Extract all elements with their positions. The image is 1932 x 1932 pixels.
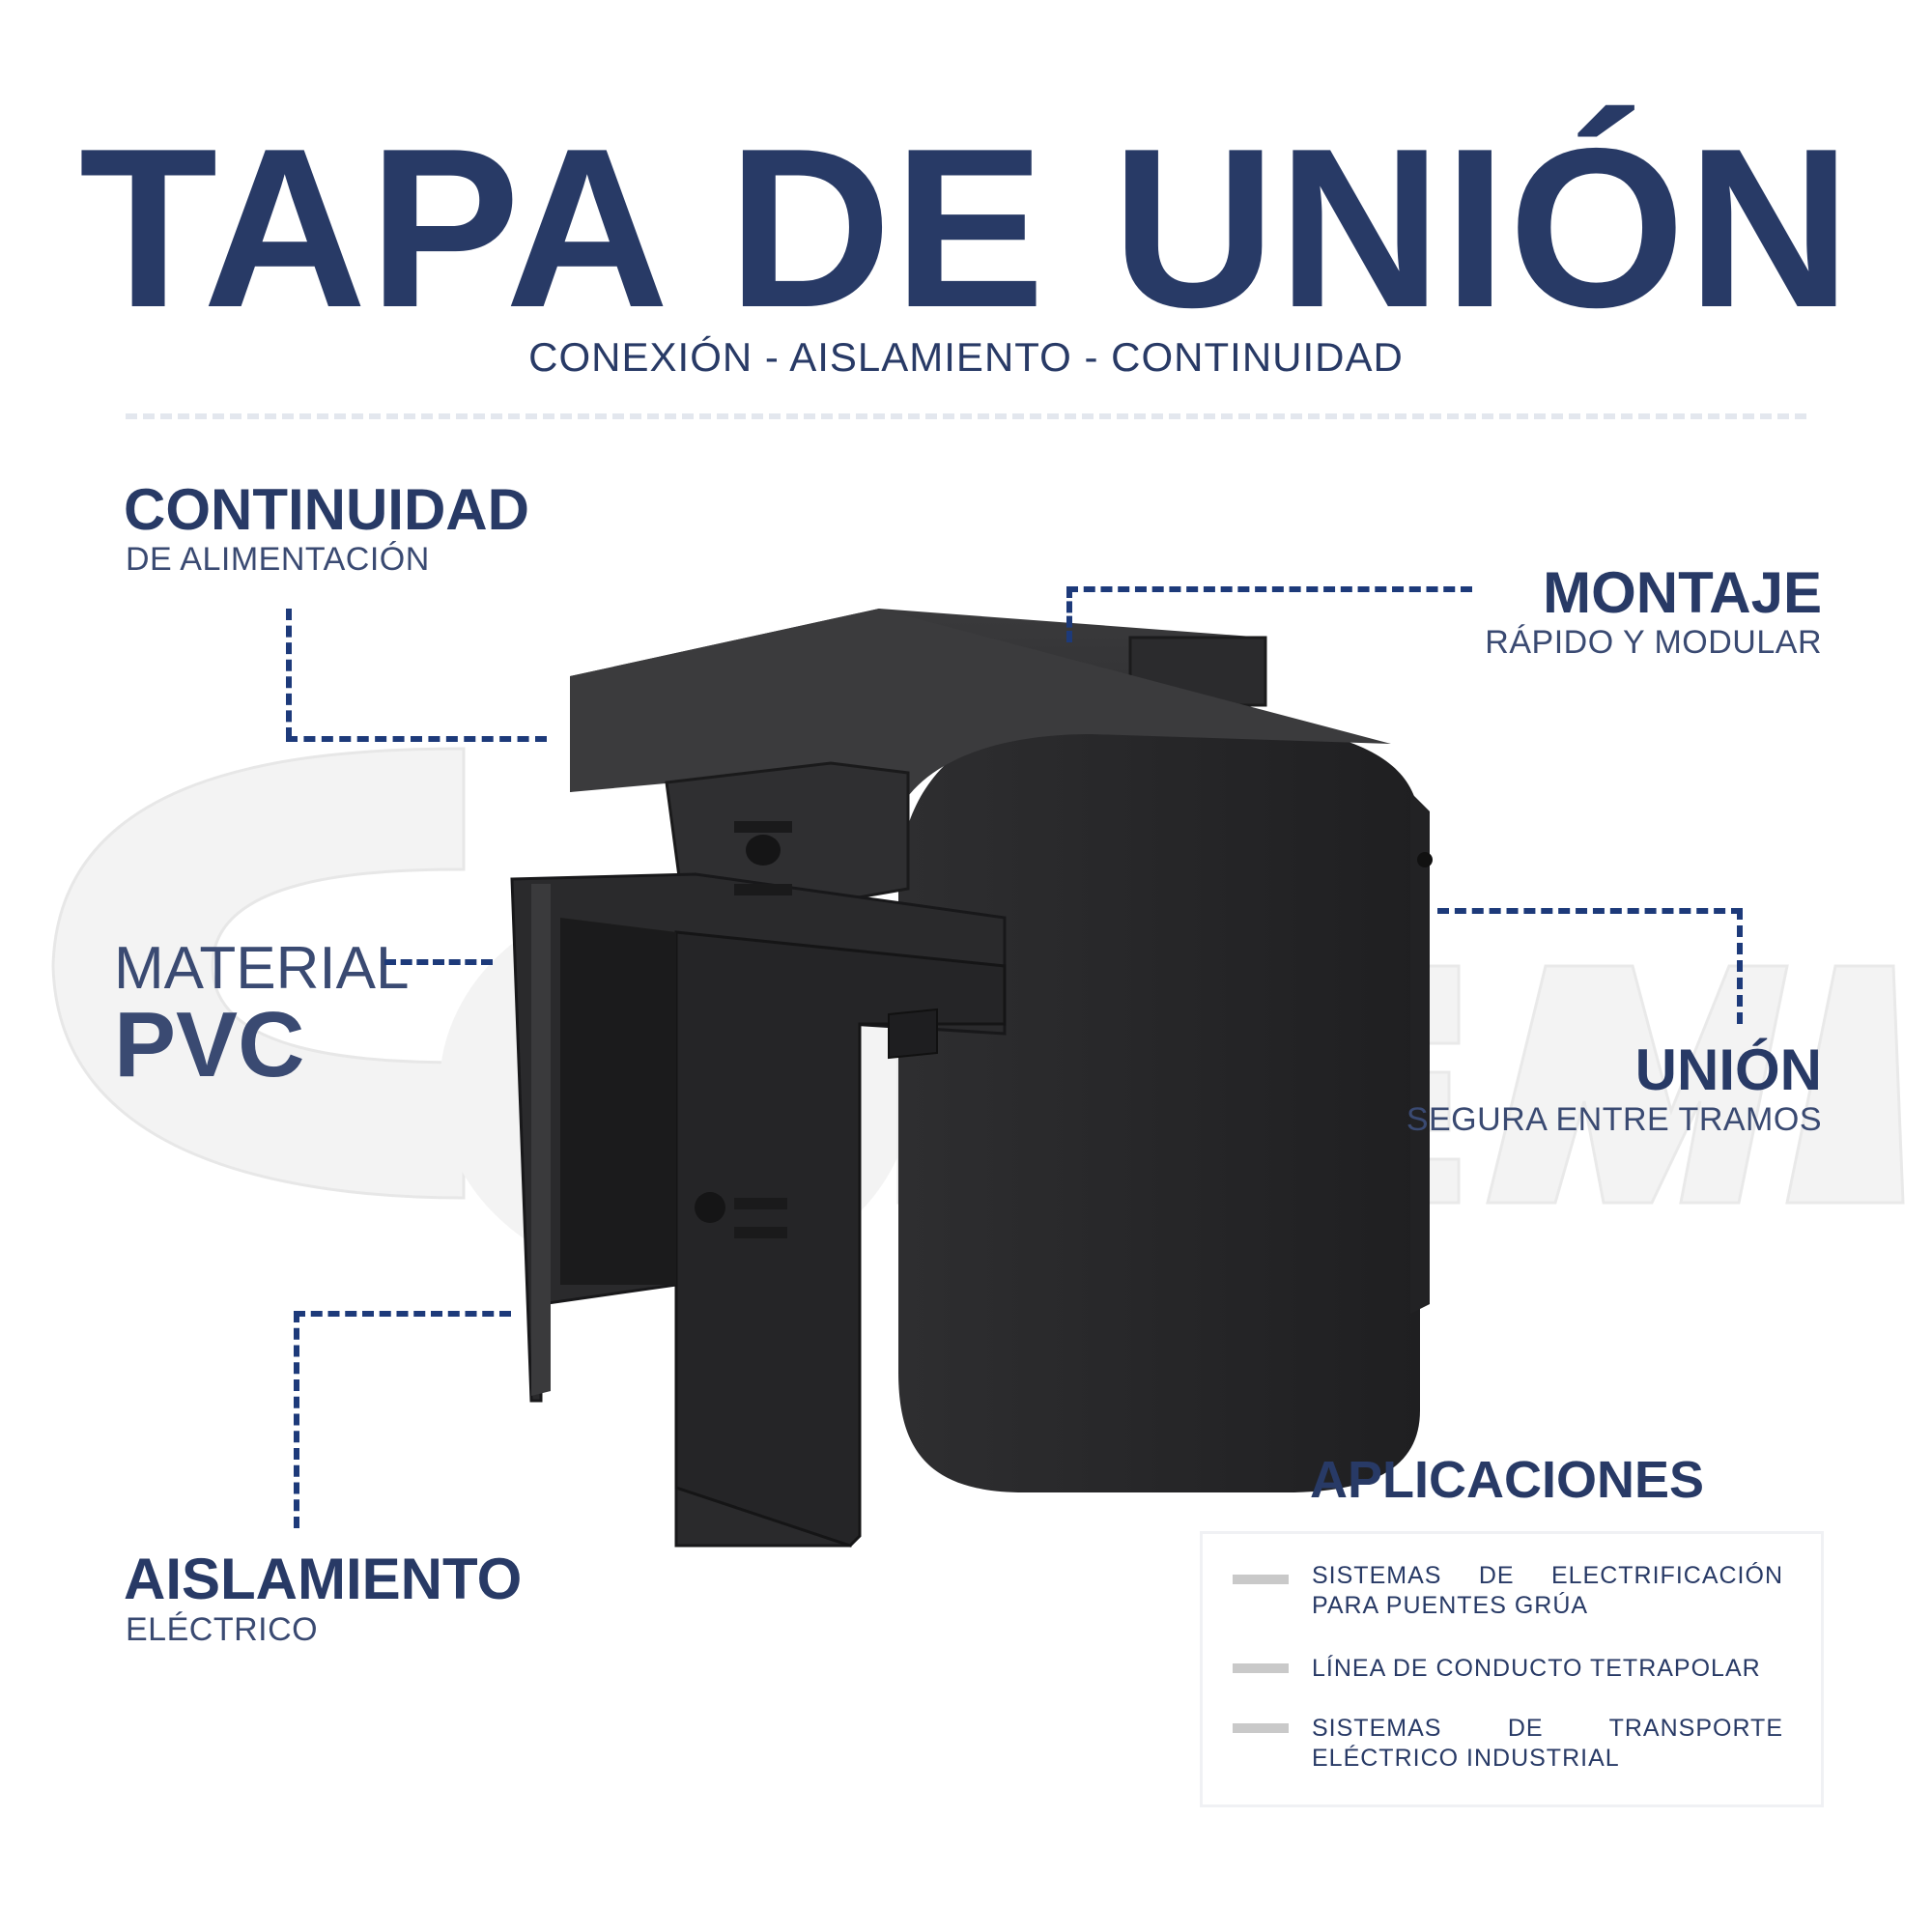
application-bullet [1233,1663,1289,1673]
feature-aislamiento-sub: ELÉCTRICO [126,1611,319,1648]
applications-title: APLICACIONES [1310,1451,1705,1509]
connector-union-h [1437,908,1743,914]
connector-material-h [384,959,493,965]
connector-union-v [1737,908,1743,1024]
page-subtitle: CONEXIÓN - AISLAMIENTO - CONTINUIDAD [528,334,1404,380]
feature-montaje-heading: MONTAJE [1543,560,1822,625]
divider-line [126,413,1806,419]
connector-aislamiento-h [294,1311,511,1317]
applications-box [1200,1531,1824,1807]
application-item: LÍNEA DE CONDUCTO TETRAPOLAR [1312,1655,1761,1682]
feature-continuidad-heading: CONTINUIDAD [124,477,529,542]
feature-aislamiento-heading: AISLAMIENTO [124,1547,523,1611]
connector-aislamiento-v [294,1311,299,1528]
application-item: SISTEMAS DE ELECTRIFICACIÓN PARA PUENTES… [1312,1562,1783,1619]
page-title: TAPA DE UNIÓN [78,100,1854,355]
feature-material-label: MATERIAL [114,935,410,1002]
feature-union-heading: UNIÓN [1634,1037,1822,1102]
feature-union-sub: SEGURA ENTRE TRAMOS [1406,1101,1822,1138]
feature-continuidad-sub: DE ALIMENTACIÓN [126,541,430,578]
connector-continuidad-v [286,609,292,739]
connector-montaje-h [1066,586,1472,592]
feature-montaje-sub: RÁPIDO Y MODULAR [1485,624,1822,661]
connector-continuidad-h [286,736,547,742]
connector-montaje-v [1066,586,1072,642]
application-bullet [1233,1575,1289,1584]
application-bullet [1233,1723,1289,1733]
application-item: SISTEMAS DE TRANSPORTE ELÉCTRICO INDUSTR… [1312,1715,1783,1772]
feature-material-value: PVC [114,993,305,1096]
